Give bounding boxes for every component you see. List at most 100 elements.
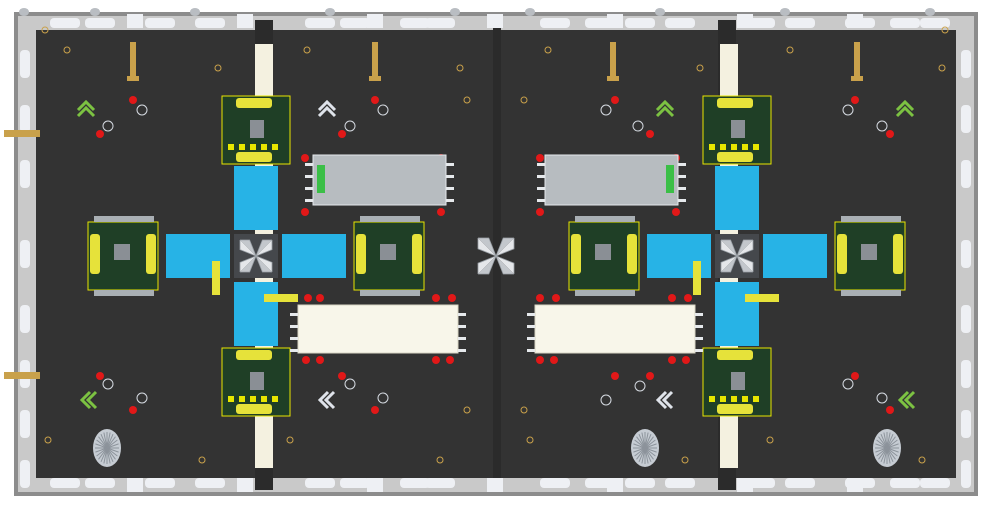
- screw-hole: [286, 436, 294, 444]
- rail-bracket: [94, 290, 154, 296]
- star-arm: [240, 255, 257, 273]
- top-notch: [847, 14, 863, 28]
- top-slot: [890, 18, 920, 28]
- pcb-component: [261, 144, 267, 150]
- plate-tab: [446, 163, 454, 166]
- red-connector-dot: [646, 130, 654, 138]
- blue-module: [715, 282, 759, 346]
- top-slot: [665, 18, 695, 28]
- bottom-notch: [607, 478, 623, 492]
- pcb-chip: [380, 244, 396, 260]
- mounting-bolt-icon: [525, 8, 535, 16]
- red-connector-dot: [432, 294, 440, 302]
- ground-symbol-icon: [600, 104, 612, 116]
- right-slot: [961, 460, 971, 488]
- plate-tab: [458, 313, 466, 316]
- red-connector-dot: [682, 356, 690, 364]
- star-diffuser-icon: [873, 429, 901, 467]
- star-arm: [721, 255, 738, 273]
- plate-tab: [458, 349, 466, 352]
- bottom-slot: [85, 478, 115, 488]
- bottom-notch: [237, 478, 253, 492]
- red-connector-dot: [851, 372, 859, 380]
- bottom-notch: [127, 478, 143, 492]
- outer-frame: [14, 12, 978, 496]
- diffuser-ray: [633, 443, 657, 453]
- ground-symbol-icon: [344, 120, 356, 132]
- pcb-component: [709, 144, 715, 150]
- yellow-connector: [236, 98, 272, 108]
- red-connector-dot: [338, 372, 346, 380]
- yellow-connector: [837, 234, 847, 274]
- pcb-component: [228, 144, 234, 150]
- bottom-notch: [487, 478, 503, 492]
- pcb-chip: [731, 120, 745, 138]
- top-slot: [50, 18, 80, 28]
- left-slot: [20, 50, 30, 78]
- red-connector-dot: [304, 294, 312, 302]
- pcb-component: [753, 396, 759, 402]
- yellow-connector: [717, 404, 753, 414]
- up-chevron-icon: [895, 99, 915, 112]
- star-arm: [736, 255, 753, 273]
- plate-tab: [537, 163, 545, 166]
- plate-tab: [527, 349, 535, 352]
- screw-hole: [766, 436, 774, 444]
- mounting-bolt-icon: [19, 8, 29, 16]
- brass-standoff: [372, 42, 378, 78]
- plate-tab: [305, 199, 313, 202]
- screw-hole: [463, 406, 471, 414]
- left-slot: [20, 105, 30, 133]
- screw-hole: [41, 26, 49, 34]
- red-connector-dot: [851, 96, 859, 104]
- ground-symbol-icon: [136, 104, 148, 116]
- bottom-slot: [195, 478, 225, 488]
- plate-tab: [537, 175, 545, 178]
- top-notch: [487, 14, 503, 28]
- star-diffuser-icon: [93, 429, 121, 467]
- power-supply-plate: [537, 154, 686, 206]
- red-connector-dot: [668, 356, 676, 364]
- pcb-component: [709, 396, 715, 402]
- white-plate: [527, 304, 703, 354]
- brass-standoff-base: [369, 76, 381, 81]
- plate-tab: [537, 187, 545, 190]
- mounting-bolt-icon: [655, 8, 665, 16]
- screw-hole: [463, 96, 471, 104]
- yellow-connector: [627, 234, 637, 274]
- pcb-component: [720, 144, 726, 150]
- red-connector-dot: [611, 372, 619, 380]
- rail-bracket: [94, 216, 154, 222]
- right-slot: [961, 240, 971, 268]
- pcb-component: [742, 396, 748, 402]
- ground-symbol-icon: [876, 392, 888, 404]
- star-arm: [255, 239, 272, 257]
- green-terminal: [317, 165, 325, 193]
- top-slot: [540, 18, 570, 28]
- rail-bracket: [360, 216, 420, 222]
- up-chevron-icon: [76, 105, 96, 118]
- star-bracket: [720, 239, 754, 273]
- bottom-slot: [400, 478, 430, 488]
- yellow-connector: [717, 98, 753, 108]
- brass-standoff-base: [851, 76, 863, 81]
- right-slot: [961, 160, 971, 188]
- blue-module: [647, 234, 711, 278]
- red-connector-dot: [550, 356, 558, 364]
- plate-tab: [446, 175, 454, 178]
- power-supply-plate: [305, 154, 454, 206]
- blue-module: [234, 166, 278, 230]
- star-arm: [255, 255, 272, 273]
- top-slot: [195, 18, 225, 28]
- mounting-bolt-icon: [450, 8, 460, 16]
- plate-tab: [678, 163, 686, 166]
- brass-standoff-base: [127, 76, 139, 81]
- red-connector-dot: [536, 356, 544, 364]
- bottom-slot: [665, 478, 695, 488]
- plate-tab: [527, 337, 535, 340]
- panel-marks: [41, 26, 949, 464]
- yellow-connector: [90, 234, 100, 274]
- white-plate-body: [297, 304, 459, 354]
- pcb-chip: [731, 372, 745, 390]
- mounting-bolt-icon: [925, 8, 935, 16]
